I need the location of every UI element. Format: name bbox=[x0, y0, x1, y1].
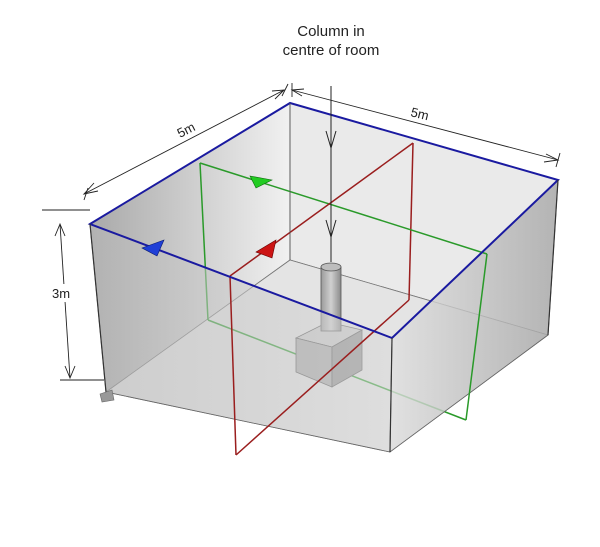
corner-marker bbox=[99, 389, 115, 403]
column-pointer bbox=[325, 86, 337, 262]
width-dimension bbox=[290, 83, 561, 168]
front-corner-edge bbox=[389, 337, 393, 453]
green-arrow bbox=[249, 175, 273, 189]
depth-dimension bbox=[82, 83, 289, 201]
left-corner-edge bbox=[89, 223, 107, 393]
column-top bbox=[320, 262, 342, 272]
width-label: 5m bbox=[409, 104, 430, 123]
red-plane-bottom-edge bbox=[235, 299, 410, 456]
green-plane-front-edge bbox=[465, 253, 488, 421]
annotation-line-1: Column in bbox=[297, 23, 365, 40]
right-corner-edge bbox=[547, 179, 559, 336]
red-plane-front-edge bbox=[229, 275, 237, 456]
height-label: 3m bbox=[52, 286, 70, 301]
height-label-bg bbox=[50, 284, 72, 302]
annotation-line-2: centre of room bbox=[283, 42, 380, 59]
blue-arrow bbox=[141, 239, 165, 257]
depth-label: 5m bbox=[175, 119, 198, 141]
green-plane-top-edge bbox=[199, 162, 488, 255]
red-plane-back-edge bbox=[408, 142, 414, 301]
red-arrow bbox=[255, 239, 277, 259]
